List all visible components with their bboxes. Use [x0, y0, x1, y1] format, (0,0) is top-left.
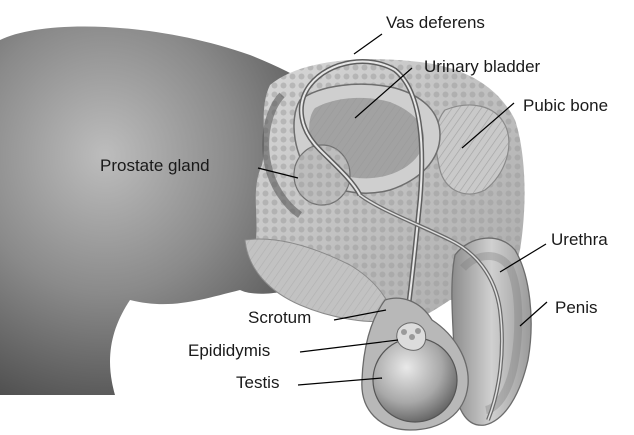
label-vas-deferens: Vas deferens: [386, 13, 485, 33]
label-urethra: Urethra: [551, 230, 608, 250]
label-scrotum: Scrotum: [248, 308, 311, 328]
label-testis: Testis: [236, 373, 279, 393]
label-penis: Penis: [555, 298, 598, 318]
leader-vas-deferens: [354, 34, 382, 54]
label-pubic-bone: Pubic bone: [523, 96, 608, 116]
label-urinary-bladder: Urinary bladder: [424, 57, 540, 77]
label-epididymis: Epididymis: [188, 341, 270, 361]
label-prostate-gland: Prostate gland: [100, 156, 210, 176]
epididymis-coil-3: [415, 328, 421, 334]
epididymis-coil-2: [409, 334, 415, 340]
epididymis-coil-1: [401, 329, 407, 335]
